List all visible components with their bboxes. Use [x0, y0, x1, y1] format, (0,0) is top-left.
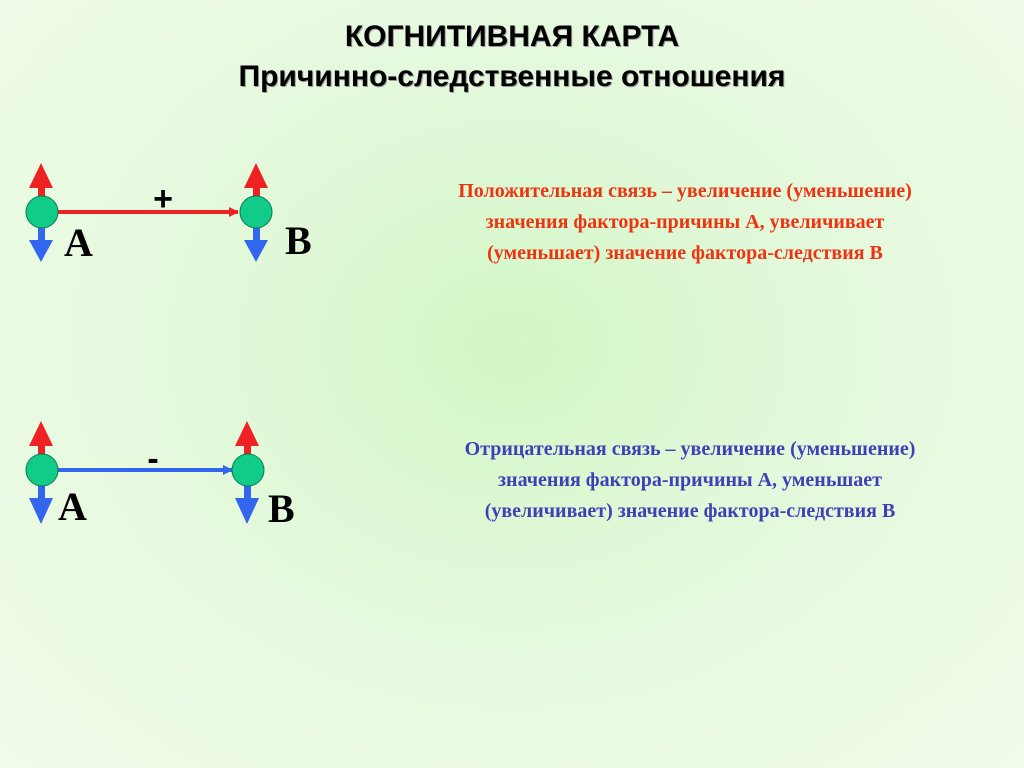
node-a-positive-label: А [64, 220, 93, 265]
negative-description-line: Отрицательная связь – увеличение (уменьш… [464, 438, 916, 460]
positive-relation: + А В [25, 163, 312, 265]
positive-sign-label: + [153, 180, 173, 218]
node-a-positive [25, 195, 59, 229]
negative-relation: - А В [25, 421, 295, 531]
node-a-positive-group [25, 163, 59, 262]
node-a-negative [25, 453, 59, 487]
node-b-negative [231, 453, 265, 487]
negative-description-line: значения фактора-причины А, уменьшает [498, 469, 882, 491]
down-arrow-head-icon [244, 240, 268, 262]
node-b-positive [239, 195, 273, 229]
up-arrow-head-icon [29, 421, 53, 446]
down-arrow-head-icon [29, 240, 53, 262]
positive-description: Положительная связь – увеличение (уменьш… [375, 176, 995, 269]
positive-description-line: Положительная связь – увеличение (уменьш… [458, 180, 912, 202]
positive-description-line: (уменьшает) значение фактора-следствия В [487, 242, 883, 264]
negative-description: Отрицательная связь – увеличение (уменьш… [380, 434, 1000, 527]
down-arrow-icon [244, 484, 251, 502]
node-b-positive-group [239, 163, 273, 262]
negative-description-line: (увеличивает) значение фактора-следствия… [484, 500, 896, 522]
node-a-negative-label: А [58, 484, 87, 529]
positive-description-line: значения фактора-причины А, увеличивает [485, 211, 885, 233]
negative-sign-label: - [147, 440, 158, 478]
up-arrow-head-icon [235, 421, 259, 446]
title-main: КОГНИТИВНАЯ КАРТА [344, 20, 680, 53]
node-b-negative-group [231, 421, 265, 524]
title-subtitle: Причинно-следственные отношения [238, 60, 786, 93]
up-arrow-head-icon [29, 163, 53, 188]
up-arrow-icon [244, 444, 251, 460]
up-arrow-head-icon [244, 163, 268, 188]
down-arrow-icon [253, 226, 260, 244]
node-a-negative-group [25, 421, 59, 524]
down-arrow-icon [38, 484, 45, 502]
down-arrow-head-icon [29, 498, 53, 524]
node-b-positive-label: В [285, 218, 312, 263]
up-arrow-icon [253, 186, 260, 202]
down-arrow-icon [38, 226, 45, 244]
node-b-negative-label: В [268, 486, 295, 531]
down-arrow-head-icon [235, 498, 259, 524]
up-arrow-icon [38, 186, 45, 202]
up-arrow-icon [38, 444, 45, 460]
